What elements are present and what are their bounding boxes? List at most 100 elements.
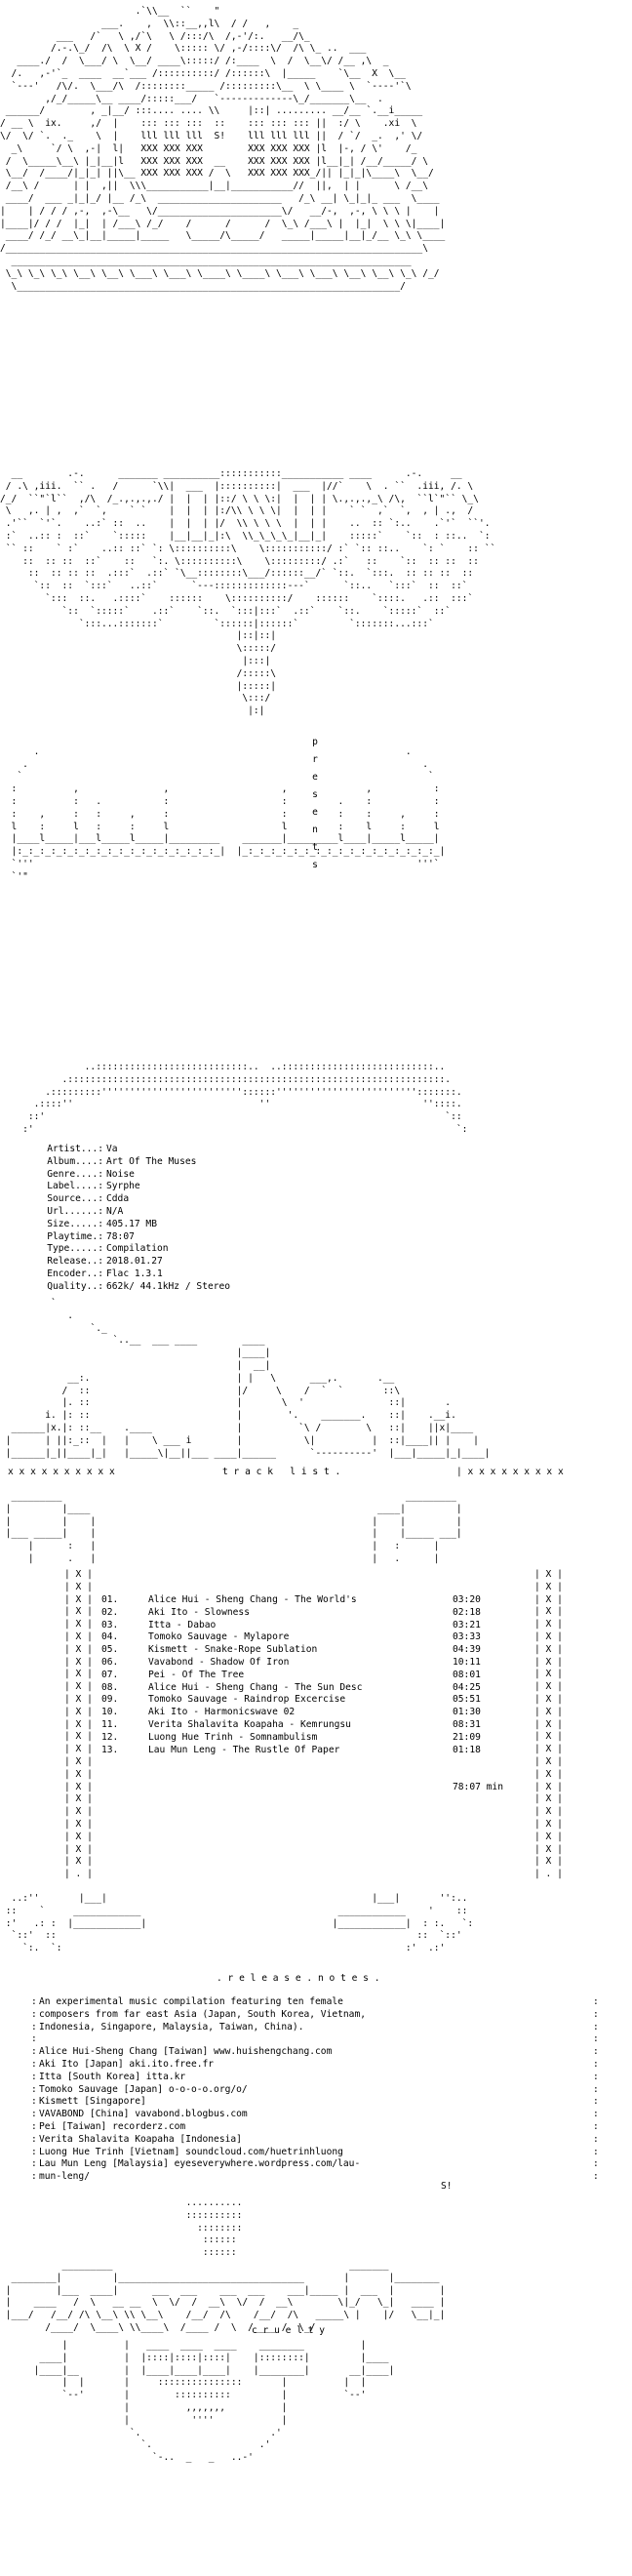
track-time: 03:20	[453, 1594, 481, 1605]
track-num: 11.	[101, 1718, 119, 1730]
release-info-value: Noise	[106, 1168, 135, 1180]
release-info-key: Quality..:	[47, 1280, 103, 1292]
release-info-value: N/A	[106, 1205, 124, 1217]
release-info-row: Type.....:Compilation	[0, 1243, 632, 1256]
release-note-line: Kismett [Singapore]	[39, 2096, 146, 2108]
track-time: 05:51	[453, 1694, 481, 1706]
release-note-line: composers from far east Asia (Japan, Sou…	[39, 2008, 367, 2020]
vase-top-ascii-art: ` . `._ `..__ ___ ____ ____ |____| | __|…	[5, 1298, 491, 1459]
track-title: Tomoko Sauvage - Mylapore	[148, 1631, 290, 1643]
presents-side-ornaments: . . . . `	[11, 745, 446, 882]
release-info-row: Encoder..:Flac 1.3.1	[0, 1268, 632, 1281]
mushroom-cap-ascii-art: ..:::::::::::::::::::::::::::.. ..::::::…	[22, 1062, 468, 1135]
track-num: 12.	[101, 1731, 119, 1743]
release-info-row: Artist...:Va	[0, 1144, 632, 1156]
presents-letter: r	[312, 754, 318, 765]
track-time: 01:18	[453, 1744, 481, 1755]
release-notes-left-bracket: : : : : : : : : : : : : : : :	[31, 1996, 37, 2183]
track-num: 02.	[101, 1606, 119, 1618]
release-info-value: Syrphe	[106, 1181, 140, 1192]
presents-letter: p	[312, 737, 318, 747]
track-title: Verita Shalavita Koapaha - Kemrungsu	[148, 1718, 351, 1730]
tracklist-frame-bottom-ascii-art: ..:'' |___| |___| '':.. :: ` ___________…	[5, 1893, 474, 1954]
presents-letter: n	[312, 825, 318, 835]
release-note-line: Aki Ito [Japan] aki.ito.free.fr	[39, 2058, 215, 2070]
track-title: Lau Mun Leng - The Rustle Of Paper	[148, 1744, 340, 1755]
release-info-value: Art Of The Muses	[106, 1155, 197, 1167]
release-note-line: An experimental music compilation featur…	[39, 1996, 343, 2007]
track-title: Alice Hui - Sheng Chang - The World's	[148, 1594, 357, 1605]
release-info-row: Genre....:Noise	[0, 1169, 632, 1182]
release-info-value: Compilation	[106, 1243, 169, 1255]
tracklist-label: t r a c k l i s t .	[222, 1467, 341, 1477]
release-info-key: Type.....:	[47, 1243, 103, 1255]
release-info-value: Flac 1.3.1	[106, 1268, 163, 1279]
release-info-value: 405.17 MB	[106, 1218, 157, 1229]
track-title: Vavabond - Shadow Of Iron	[148, 1656, 290, 1668]
tracklist-header: x x x x x x x x x x t r a c k l i s t . …	[0, 1467, 632, 1480]
release-info-value: Va	[106, 1144, 118, 1154]
release-info-row: Album....:Art Of The Muses	[0, 1156, 632, 1169]
track-num: 13.	[101, 1744, 119, 1755]
release-info-row: Source...:Cdda	[0, 1193, 632, 1206]
release-info-value: Cdda	[106, 1193, 130, 1205]
release-info-row: Playtime.:78:07	[0, 1231, 632, 1244]
track-time: 21:09	[453, 1731, 481, 1743]
release-info-row: Url......:N/A	[0, 1206, 632, 1219]
release-notes-text: An experimental music compilation featur…	[39, 1996, 366, 2184]
release-info-row: Label....:Syrphe	[0, 1181, 632, 1193]
track-title: Pei - Of The Tree	[148, 1669, 245, 1680]
track-title: Alice Hui - Sheng Chang - The Sun Desc	[148, 1681, 363, 1693]
tree-crown-ascii-art: .`\\__ `` " ___. , \\::__,,l\ / / , _ __…	[0, 6, 446, 292]
track-time: 01:30	[453, 1707, 481, 1718]
track-num: 04.	[101, 1631, 119, 1643]
track-list: 01. Alice Hui - Sheng Chang - The World's…	[0, 1594, 632, 1756]
footer-logo-ascii-art: .......... :::::::::: :::::::: :::::: ::…	[5, 2197, 446, 2333]
presents-letter: e	[312, 772, 318, 783]
presents-letter: e	[312, 807, 318, 818]
release-note-line: Itta [South Korea] itta.kr	[39, 2071, 186, 2082]
track-num: 01.	[101, 1594, 119, 1605]
release-notes-right-bracket: : : : : : : : : : : : : : : :	[593, 1996, 599, 2183]
footer-word: c r u e l t y	[252, 2325, 326, 2336]
track-title: Aki Ito - Slowness	[148, 1606, 250, 1618]
footer-word-row: c r u e l t y S!	[0, 2181, 632, 2339]
release-note-line: Luong Hue Trinh [Vietnam] soundcloud.com…	[39, 2146, 343, 2157]
presents-letter: s	[312, 789, 318, 800]
presents-letter: s	[312, 860, 318, 870]
tracklist-frame-top-ascii-art: _________ _________ | |____ ____| | | | …	[5, 1491, 462, 1564]
tracklist-right-column: | X | | X | | X | | X | | X | | X | | X …	[534, 1569, 563, 1880]
release-note-line: Tomoko Sauvage [Japan] o-o-o-o.org/o/	[39, 2083, 248, 2095]
release-info-value: 78:07	[106, 1230, 135, 1242]
presents-letter: t	[312, 842, 318, 853]
release-note-line: Pei [Taiwan] recorderz.com	[39, 2120, 186, 2132]
track-row: 04. Tomoko Sauvage - Mylapore 03:33	[0, 1631, 632, 1644]
track-time: 08:31	[453, 1718, 481, 1730]
track-num: 03.	[101, 1619, 119, 1630]
track-time: 04:25	[453, 1681, 481, 1693]
release-note-line	[39, 2033, 366, 2046]
track-time: 03:33	[453, 1631, 481, 1643]
track-title: Aki Ito - Harmonicswave 02	[148, 1707, 296, 1718]
presents-section: . . . . `	[0, 734, 632, 987]
release-info-key: Playtime.:	[47, 1230, 103, 1242]
footer-tag: S!	[441, 2181, 453, 2192]
release-note-line: Alice Hui-Sheng Chang [Taiwan] www.huish…	[39, 2046, 333, 2058]
release-notes-label: . r e l e a s e . n o t e s .	[217, 1973, 380, 1984]
release-note-line: VAVABOND [China] vavabond.blogbus.com	[39, 2109, 248, 2120]
total-time: 78:07 min	[453, 1782, 503, 1792]
track-num: 06.	[101, 1656, 119, 1668]
release-info-value: 662k/ 44.1kHz / Stereo	[106, 1280, 231, 1292]
release-notes-header: . r e l e a s e . n o t e s .	[0, 1973, 632, 1987]
track-title: Tomoko Sauvage - Raindrop Excercise	[148, 1694, 346, 1706]
footer-base-ascii-art: | | ____ ____ ____ ________ | ____| | |:…	[33, 2340, 395, 2464]
release-info-key: Size.....:	[47, 1218, 103, 1229]
